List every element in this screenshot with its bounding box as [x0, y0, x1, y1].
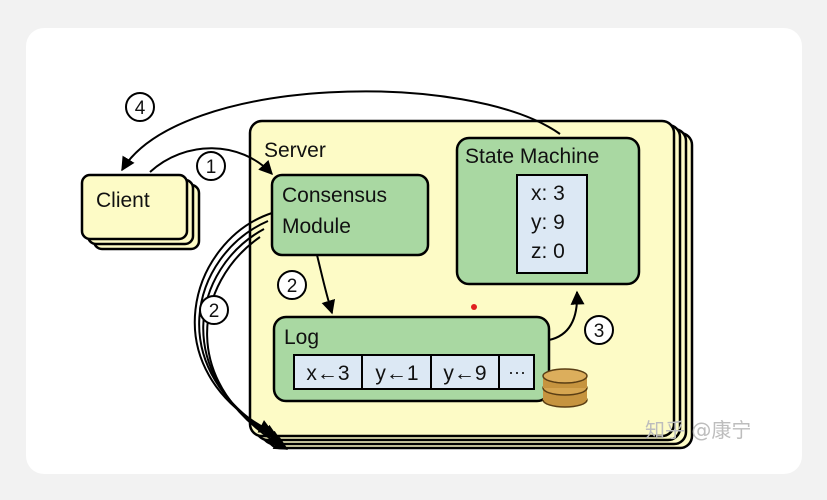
state-value-y: y: 9 [531, 211, 565, 234]
log-entry: ··· [508, 362, 526, 382]
consensus-module-box [270, 173, 430, 257]
client-box [80, 173, 189, 241]
state-value-z: z: 0 [531, 240, 565, 263]
client-stack [80, 173, 201, 251]
log-entry: y←1 [375, 362, 418, 385]
disk-stack-icon [542, 368, 588, 408]
step-2-circle-log [277, 270, 307, 300]
state-value-x: x: 3 [531, 182, 565, 205]
state-values-box [516, 174, 588, 274]
arrows [121, 90, 585, 450]
arrow-3 [548, 290, 585, 341]
red-dot [471, 304, 477, 310]
step-4-circle [125, 92, 155, 122]
consensus-label-line1: Consensus [282, 184, 387, 207]
step-2-circle-replicate [199, 295, 229, 325]
log-entries: x←3 y←1 y←9 ··· [293, 354, 535, 390]
step-3-circle [584, 315, 614, 345]
server-label: Server [264, 139, 326, 162]
log-entry: y←9 [443, 362, 486, 385]
step-3-label: 3 [594, 321, 605, 342]
step-1-label: 1 [206, 157, 217, 178]
state-machine-title: State Machine [465, 145, 599, 168]
arrow-4 [121, 90, 561, 172]
consensus-label-line2: Module [282, 215, 351, 238]
client-label: Client [96, 189, 150, 212]
step-circles: 4 1 2 2 3 [125, 92, 614, 345]
arrow-2-log [316, 254, 336, 315]
watermark: 知乎 @康宁 [645, 418, 751, 442]
log-entry: x←3 [306, 362, 349, 385]
step-1-circle [196, 151, 226, 181]
step-4-label: 4 [135, 98, 146, 119]
log-title: Log [284, 326, 319, 349]
step-2-label-replicate: 2 [209, 301, 220, 322]
arrow-1 [149, 147, 273, 176]
step-2-label-log: 2 [287, 276, 298, 297]
